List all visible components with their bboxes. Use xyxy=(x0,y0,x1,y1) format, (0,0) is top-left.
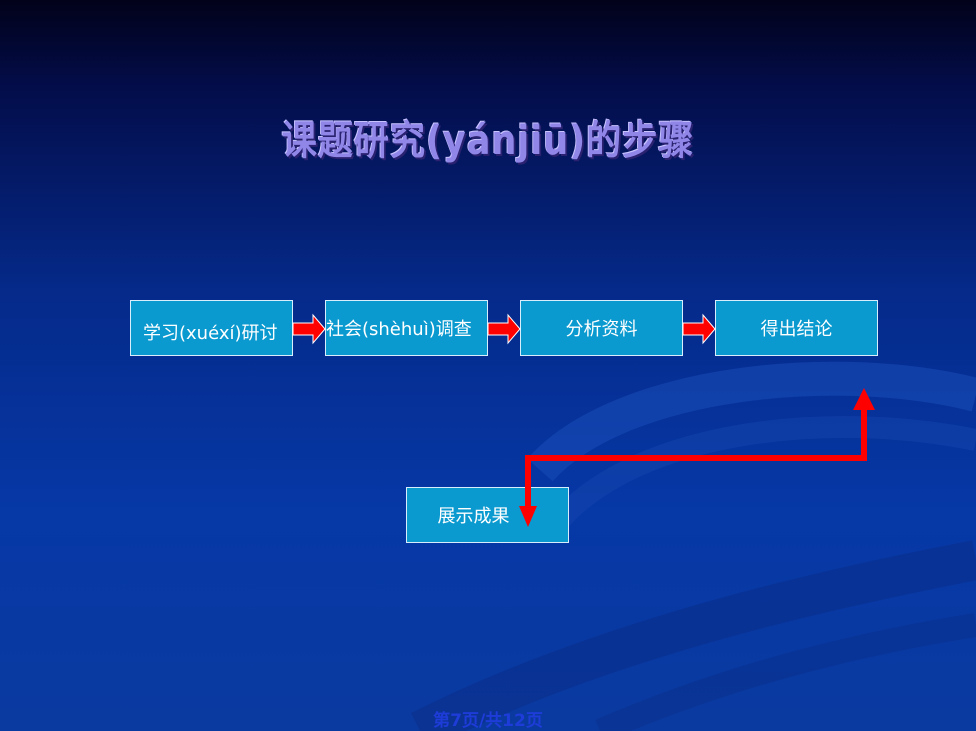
step-box-survey: 社会(shèhuì)调查 xyxy=(325,300,488,356)
page-number: 第7页/共12页 xyxy=(433,711,543,731)
step-label-study: 学习(xuéxí)研讨 xyxy=(143,323,278,344)
step-box-study: 学习(xuéxí)研讨 xyxy=(130,300,293,356)
step-label-conclude: 得出结论 xyxy=(760,319,833,340)
step-box-present: 展示成果 xyxy=(406,487,569,543)
step-label-present: 展示成果 xyxy=(437,506,510,527)
step-box-analyze: 分析资料 xyxy=(520,300,683,356)
step-label-analyze: 分析资料 xyxy=(565,319,638,340)
step-box-conclude: 得出结论 xyxy=(715,300,878,356)
step-label-survey: 社会(shèhuì)调查 xyxy=(326,319,472,340)
slide-title: 课题研究(yánjiū)的步骤 xyxy=(281,118,695,164)
